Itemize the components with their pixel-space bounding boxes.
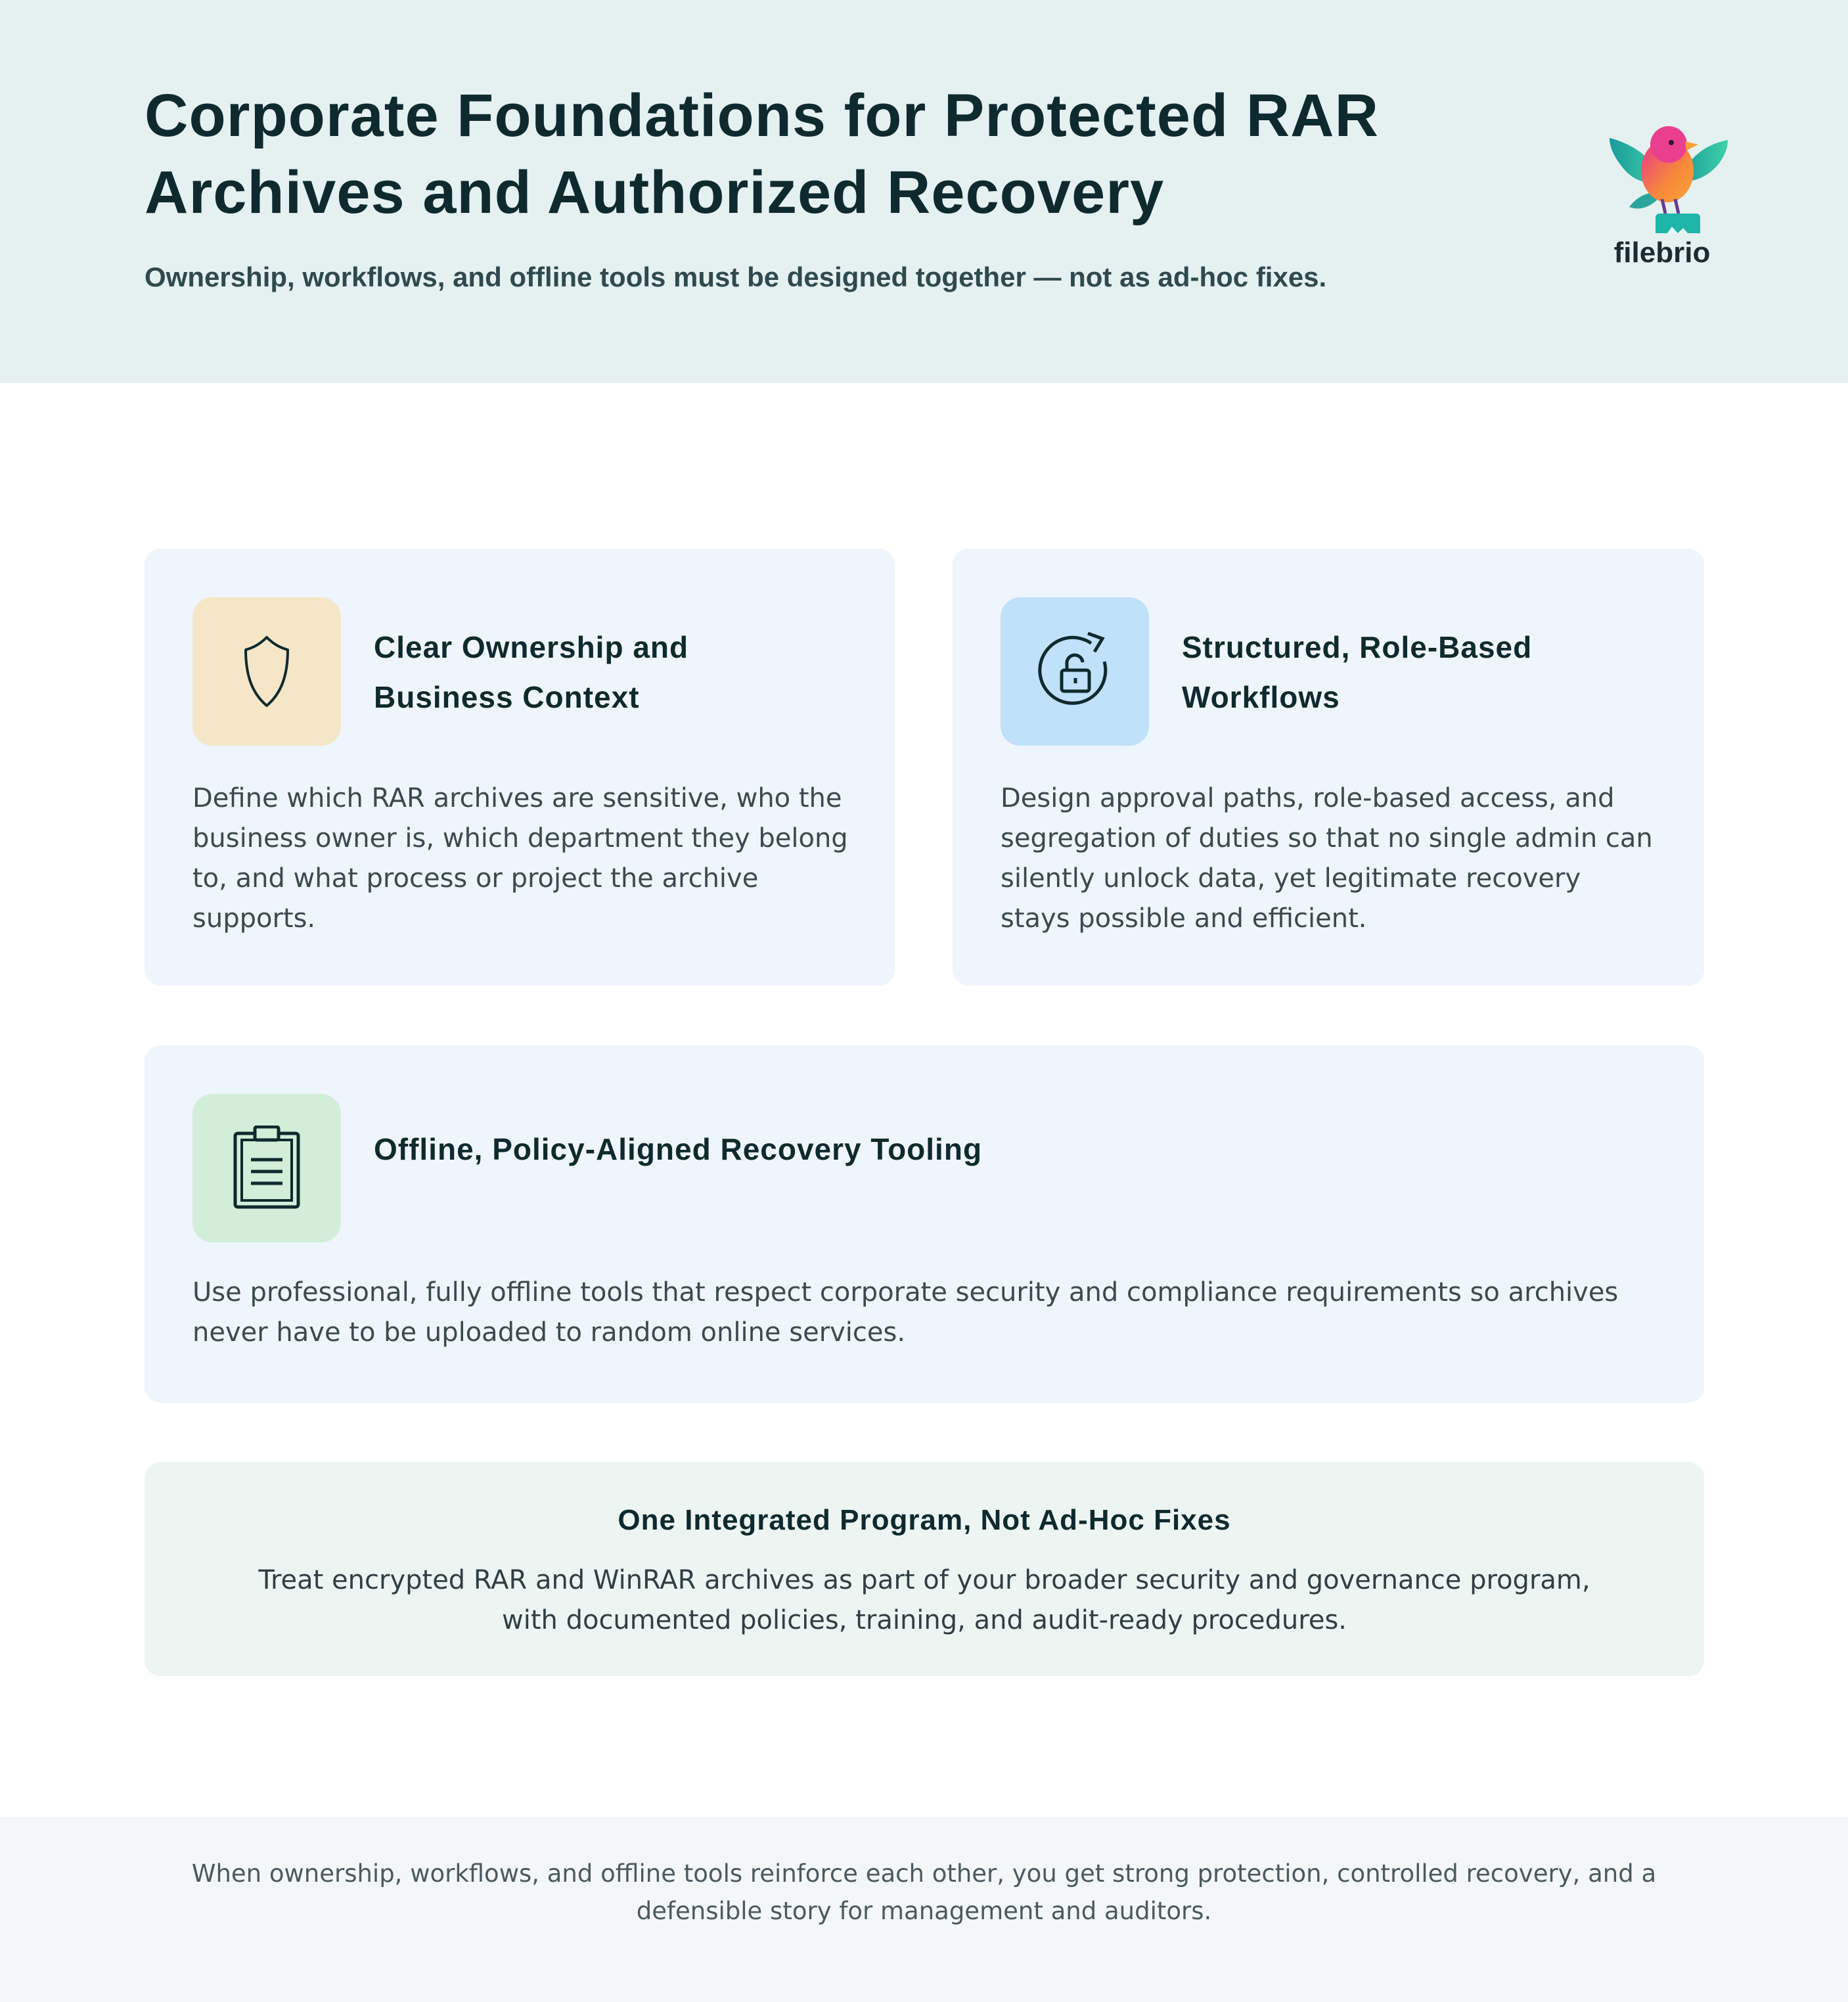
footer-text: When ownership, workflows, and offline t…: [191, 1859, 1657, 1925]
card-body: Define which RAR archives are sensitive,…: [192, 783, 848, 934]
filebrio-logo: filebrio: [1596, 108, 1728, 273]
card-body: Design approval paths, role-based access…: [1001, 783, 1653, 934]
card-title: Clear Ownership and Business Context: [374, 630, 689, 714]
card-title: Offline, Policy-Aligned Recovery Tooling: [374, 1132, 983, 1166]
card-title: Structured, Role-Based Workflows: [1182, 630, 1533, 714]
summary-body: Treat encrypted RAR and WinRAR archives …: [258, 1565, 1590, 1635]
icon-box: [1001, 597, 1149, 746]
card-ownership: Clear Ownership and Business Context Def…: [145, 549, 895, 986]
footer: When ownership, workflows, and offline t…: [0, 1817, 1848, 2002]
page-subtitle: Ownership, workflows, and offline tools …: [145, 262, 1327, 292]
clipboard-icon: [233, 1126, 300, 1209]
page-title: Corporate Foundations for Protected RAR …: [145, 82, 1380, 226]
header: Corporate Foundations for Protected RAR …: [0, 0, 1848, 383]
card-tooling: Offline, Policy-Aligned Recovery Tooling…: [145, 1045, 1704, 1403]
unlock-refresh-icon: [1038, 631, 1108, 705]
icon-box: [192, 1094, 341, 1242]
card-body: Use professional, fully offline tools th…: [192, 1277, 1619, 1348]
card-workflows: Structured, Role-Based Workflows Design …: [953, 549, 1704, 986]
summary-title: One Integrated Program, Not Ad-Hoc Fixes: [618, 1504, 1231, 1536]
shield-icon: [244, 636, 289, 707]
summary-box: One Integrated Program, Not Ad-Hoc Fixes…: [145, 1462, 1704, 1676]
icon-box: [192, 597, 341, 746]
logo-text: filebrio: [1613, 237, 1711, 269]
bird-logo-icon: [1610, 126, 1728, 252]
